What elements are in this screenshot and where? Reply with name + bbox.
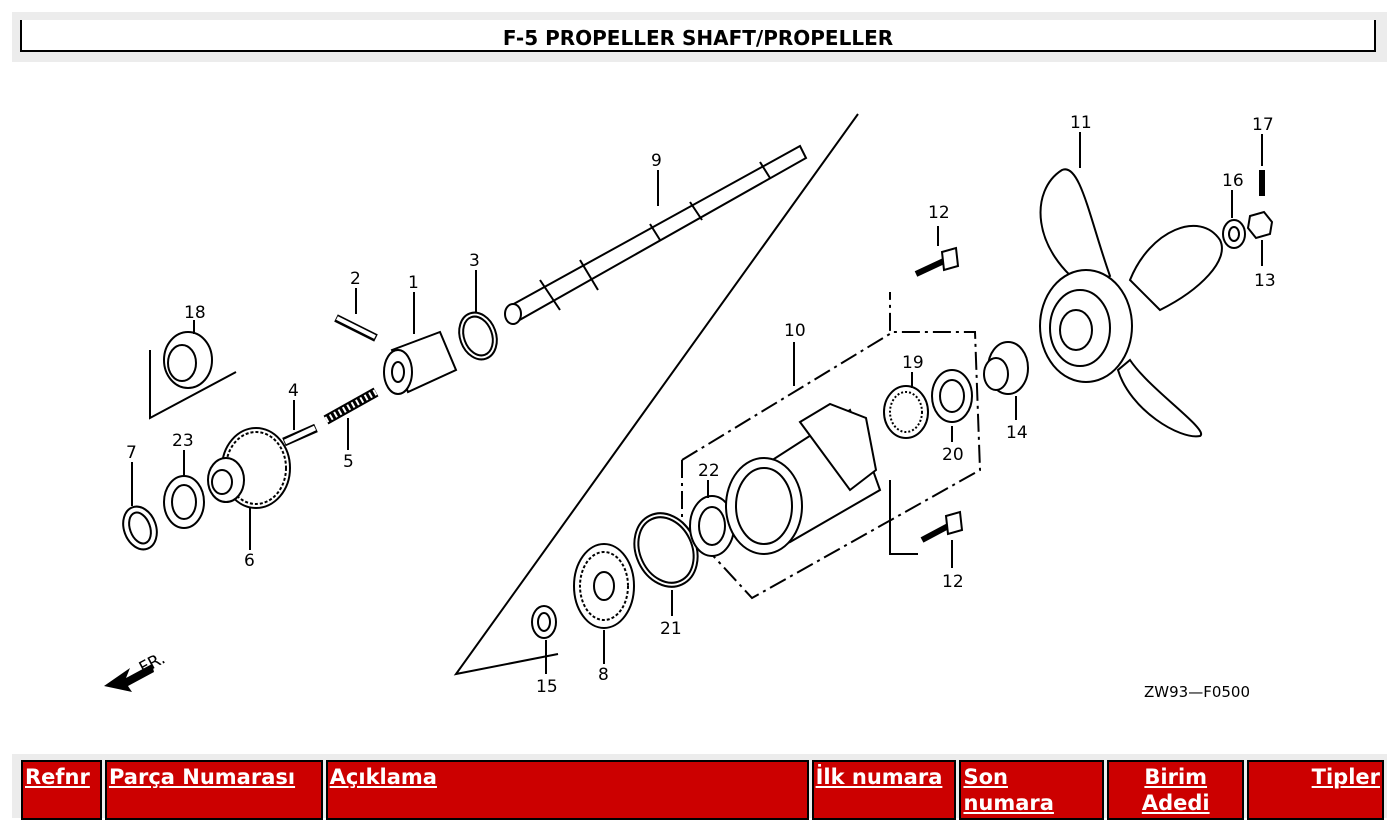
sort-refnr-link[interactable]: Refnr [25, 765, 90, 789]
seal-20 [931, 369, 973, 423]
label-20: 20 [942, 445, 964, 465]
sort-first-number-link[interactable]: İlk numara [815, 765, 943, 789]
label-4: 4 [288, 381, 299, 401]
parts-table-panel: Refnr Parça Numarası Açıklama İlk numara… [12, 754, 1387, 820]
label-11: 11 [1070, 113, 1092, 133]
label-5: 5 [343, 452, 354, 472]
label-18: 18 [184, 303, 206, 323]
bolt-leader [889, 480, 918, 555]
table-header-row: Refnr Parça Numarası Açıklama İlk numara… [21, 760, 1384, 820]
bracket-18 [149, 350, 237, 420]
bearing-holder-10 [725, 402, 882, 555]
label-19: 19 [902, 353, 924, 373]
label-21: 21 [660, 619, 682, 639]
label-3: 3 [469, 251, 480, 271]
parts-diagram: FR. 1 2 3 4 5 6 7 8 9 10 11 12 12 13 14 … [0, 70, 1399, 750]
col-header-unit-qty: Birim Adedi [1107, 760, 1245, 820]
page-title: F-5 PROPELLER SHAFT/PROPELLER [502, 26, 894, 50]
label-6: 6 [244, 551, 255, 571]
spring-5 [323, 387, 379, 425]
col-header-types: Tipler [1247, 760, 1384, 820]
ring-3 [458, 311, 498, 361]
exploded-view-drawing: FR. 1 2 3 4 5 6 7 8 9 10 11 12 12 13 14 … [104, 113, 1276, 701]
label-23: 23 [172, 431, 194, 451]
title-panel: F-5 PROPELLER SHAFT/PROPELLER [12, 12, 1387, 62]
label-12-bottom: 12 [942, 572, 964, 592]
col-header-first-number: İlk numara [811, 760, 957, 820]
label-9: 9 [651, 151, 662, 171]
bearing-18 [163, 331, 213, 389]
label-2: 2 [350, 269, 361, 289]
parts-table: Refnr Parça Numarası Açıklama İlk numara… [18, 760, 1387, 820]
label-1: 1 [408, 273, 419, 293]
dog-clutch-1 [383, 330, 458, 395]
bolt-12-bottom [920, 510, 964, 543]
col-header-refnr: Refnr [21, 760, 102, 820]
washer-16 [1222, 219, 1246, 249]
washer-15 [531, 605, 557, 639]
col-header-description: Açıklama [325, 760, 809, 820]
label-13: 13 [1254, 271, 1276, 291]
label-10: 10 [784, 321, 806, 341]
bevel-gear-8 [573, 543, 635, 629]
sort-last-number-link[interactable]: Son numara [963, 765, 1054, 815]
label-14: 14 [1006, 423, 1028, 443]
roller-bearing-19 [883, 385, 929, 439]
propeller-shaft-9 [504, 144, 808, 325]
sort-unit-qty-link[interactable]: Birim Adedi [1141, 765, 1210, 815]
sort-part-number-link[interactable]: Parça Numarası [108, 765, 296, 789]
gear-6 [207, 427, 291, 509]
propeller-11 [1039, 168, 1223, 438]
washer-7 [122, 505, 158, 551]
sort-description-link[interactable]: Açıklama [329, 765, 437, 789]
label-15: 15 [536, 677, 558, 697]
drawing-code: ZW93—F0500 [1144, 683, 1250, 701]
title-box: F-5 PROPELLER SHAFT/PROPELLER [20, 20, 1376, 52]
col-header-part-number: Parça Numarası [104, 760, 323, 820]
bolt-12-top [914, 246, 960, 277]
col-header-last-number: Son numara [959, 760, 1105, 820]
assembly-frame-left [453, 113, 859, 676]
label-7: 7 [126, 443, 137, 463]
label-12-top: 12 [928, 203, 950, 223]
front-direction-arrow-icon [104, 664, 154, 692]
nut-13 [1246, 210, 1274, 240]
label-17: 17 [1252, 115, 1274, 135]
bearing-23 [163, 475, 205, 529]
sort-types-link[interactable]: Tipler [1311, 765, 1380, 789]
label-16: 16 [1222, 171, 1244, 191]
label-8: 8 [598, 665, 609, 685]
label-22: 22 [698, 461, 720, 481]
